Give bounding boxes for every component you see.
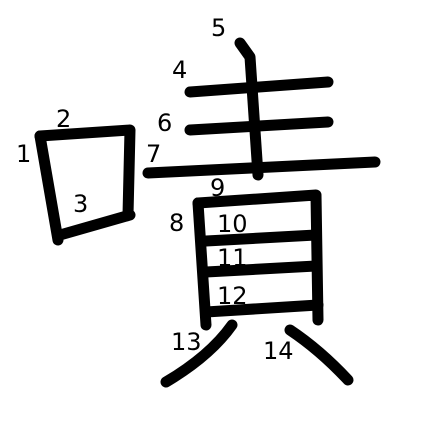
stroke-14 xyxy=(284,324,354,386)
stroke-number-12: 12 xyxy=(217,282,248,310)
character-strokes xyxy=(34,37,381,388)
stroke-number-8: 8 xyxy=(169,209,184,237)
stroke-11 xyxy=(200,260,322,278)
stroke-12 xyxy=(200,299,324,318)
stroke-9 xyxy=(192,189,324,326)
stroke-10 xyxy=(200,229,322,247)
stroke-number-14: 14 xyxy=(263,337,294,365)
stroke-number-7: 7 xyxy=(146,140,161,168)
stroke-number-10: 10 xyxy=(217,210,248,238)
stroke-number-9: 9 xyxy=(210,174,225,202)
stroke-5 xyxy=(234,37,264,181)
stroke-number-4: 4 xyxy=(172,56,187,84)
stroke-2 xyxy=(34,124,136,221)
stroke-number-1: 1 xyxy=(16,140,31,168)
stroke-4 xyxy=(184,76,334,98)
stroke-3 xyxy=(54,209,136,241)
stroke-13 xyxy=(160,319,238,388)
stroke-number-2: 2 xyxy=(56,105,71,133)
stroke-7 xyxy=(142,156,381,179)
stroke-number-11: 11 xyxy=(217,244,248,272)
stroke-number-13: 13 xyxy=(171,328,202,356)
stroke-1 xyxy=(34,130,64,246)
stroke-number-6: 6 xyxy=(157,109,172,137)
stroke-6 xyxy=(184,116,334,136)
stroke-number-3: 3 xyxy=(73,190,88,218)
stroke-number-5: 5 xyxy=(211,14,226,42)
stroke-8 xyxy=(192,197,212,331)
stroke-number-labels: 1 2 3 4 5 6 7 8 9 10 11 12 13 14 xyxy=(16,14,294,365)
